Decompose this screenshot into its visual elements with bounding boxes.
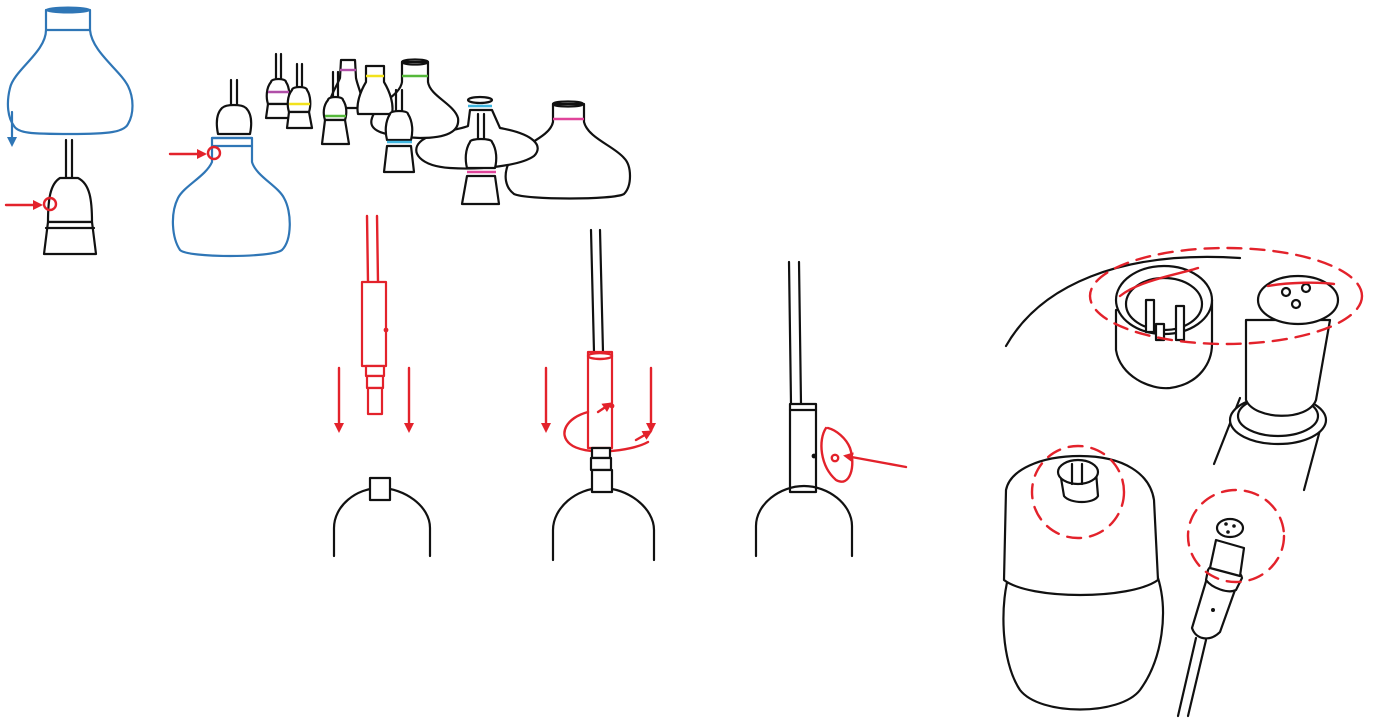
socket-cup <box>754 484 854 558</box>
step-5-tighten-screw <box>754 260 908 558</box>
fitting-green <box>320 70 351 146</box>
dashed-highlight-ellipse-icon <box>1186 488 1286 584</box>
step-2-mounted-shade <box>168 78 291 258</box>
rotate-arrow-icon <box>820 426 854 483</box>
fitting-purple <box>264 52 292 120</box>
female-connector <box>1212 274 1340 492</box>
dashed-highlight-ellipse-icon <box>1030 444 1126 540</box>
fitting-lineup <box>264 52 632 206</box>
rotate-arrow-icon <box>596 402 613 414</box>
cable-plug <box>1176 517 1246 718</box>
socket-pendant <box>42 138 98 256</box>
socket-cup <box>332 476 432 558</box>
step-1-remove-shade <box>4 6 134 256</box>
male-connector <box>1114 264 1214 390</box>
right-arrow-icon <box>843 452 908 469</box>
highlight-circle-icon <box>42 196 58 212</box>
step-4-twist-sleeve <box>541 228 656 562</box>
shade-yellow <box>356 64 394 116</box>
blue-glass-shade-mounted <box>171 136 291 258</box>
socket-cup <box>551 468 656 562</box>
step-3-lower-sleeve <box>332 214 432 558</box>
bullet-socket-body <box>1002 454 1165 711</box>
connector-detail-view <box>1002 246 1364 718</box>
fitting-cyan <box>382 88 416 174</box>
dashed-highlight-ellipse-icon <box>1088 246 1364 346</box>
fitting-magenta <box>460 112 501 206</box>
blue-glass-shade <box>6 6 134 136</box>
highlight-circle-icon <box>206 145 222 161</box>
fitting-yellow <box>285 62 314 130</box>
